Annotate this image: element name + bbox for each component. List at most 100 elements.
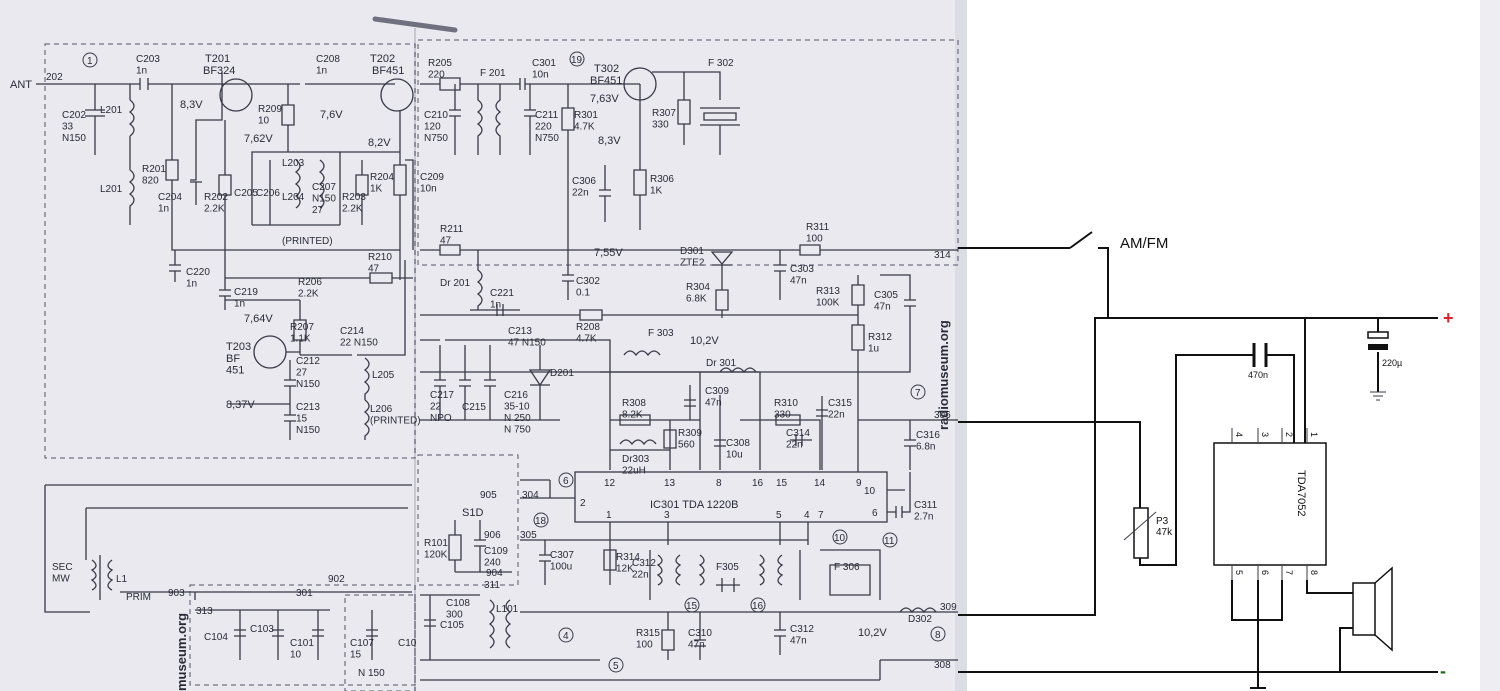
c105-label: C105	[440, 620, 464, 631]
f303-label: F 303	[648, 328, 674, 339]
f302-label: F 302	[708, 58, 734, 69]
node-306: 306	[934, 410, 951, 421]
circle-15: 15	[686, 601, 698, 612]
c206-label: C206	[256, 188, 280, 199]
f305-label: F305	[716, 562, 739, 573]
node-305: 305	[520, 530, 537, 541]
f201-label: F 201	[480, 68, 506, 79]
am-fm-switch-label: AM/FM	[1120, 235, 1168, 252]
voltage-3: 7,62V	[244, 133, 273, 145]
amp-pin-1: 1	[1309, 432, 1319, 437]
d302-label: D302	[908, 614, 932, 625]
amp-pin-2: 2	[1284, 432, 1294, 437]
c103-label: C103	[250, 624, 274, 635]
ic-pin-15: 15	[776, 478, 788, 489]
circle-11: 11	[884, 536, 895, 547]
printed-label-1: (PRINTED)	[282, 236, 333, 247]
node-309: 309	[940, 602, 957, 613]
node-311: 311	[484, 580, 500, 591]
l1-label: L1	[116, 574, 128, 585]
ic-pin-2: 2	[580, 498, 586, 509]
s1d-label: S1D	[462, 507, 483, 519]
c205-label: C205	[234, 188, 258, 199]
ic301-body	[574, 471, 888, 523]
node-314: 314	[934, 250, 951, 261]
antenna-label: ANT	[10, 79, 32, 91]
c10x-label: C10	[398, 638, 417, 649]
voltage-11: 10,2V	[858, 627, 887, 639]
l205-label: L205	[372, 370, 395, 381]
node-301: 301	[296, 588, 313, 599]
tda7052-label: TDA7052	[1295, 470, 1307, 516]
l201-label-a: L201	[100, 105, 123, 116]
t302-ref: T302	[594, 63, 619, 75]
ic-pin-5: 5	[776, 510, 782, 521]
voltage-8: 8,3V	[598, 135, 621, 147]
circle-8: 8	[935, 630, 941, 641]
scan-paper-edge	[955, 0, 967, 691]
ic-pin-9: 9	[856, 478, 862, 489]
l201-label-b: L201	[100, 184, 123, 195]
tda7052-body	[1213, 442, 1327, 566]
scan-paper	[0, 0, 960, 691]
node-313: 313	[196, 606, 213, 617]
t201-type: BF324	[203, 65, 235, 77]
amp-pin-8: 8	[1309, 570, 1319, 575]
node-906: 906	[484, 530, 501, 541]
ic-pin-1: 1	[606, 510, 612, 521]
ic-pin-16: 16	[752, 478, 764, 489]
ic-pin-13: 13	[664, 478, 676, 489]
ic-pin-3: 3	[664, 510, 670, 521]
ic-pin-7: 7	[818, 510, 824, 521]
t302-type: BF451	[590, 75, 622, 87]
n150-label: N 150	[358, 668, 385, 679]
amp-pin-5: 5	[1234, 570, 1244, 575]
amp-pin-7: 7	[1284, 570, 1294, 575]
circled-markers: 1 19 6 18 7 10 11 15 16 4 5 8	[87, 55, 946, 673]
t201-ref: T201	[205, 53, 230, 65]
watermark-museum: museum.org	[174, 613, 189, 691]
node-903: 903	[168, 588, 185, 599]
node-902: 902	[328, 574, 345, 585]
electrolytic-label: 220µ	[1382, 358, 1402, 368]
